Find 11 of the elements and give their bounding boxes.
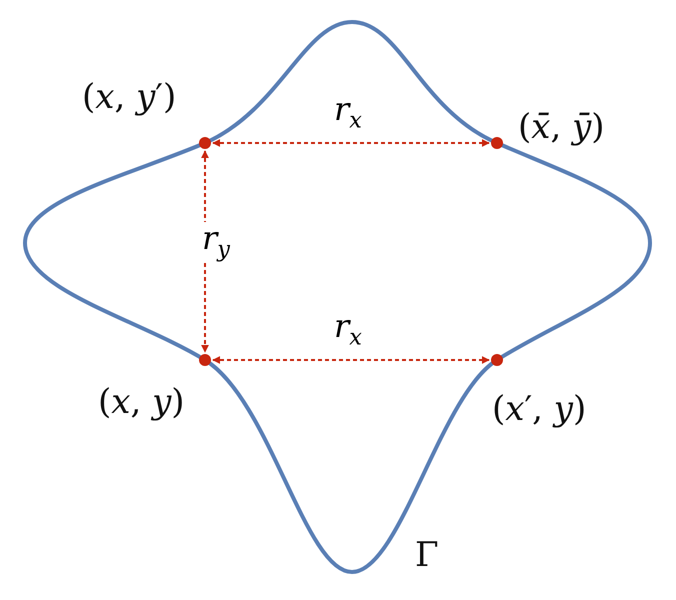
point-label: (x′, y) xyxy=(492,392,586,426)
point-marker xyxy=(491,354,503,366)
point-label: (x, y) xyxy=(98,385,185,419)
double-arrow xyxy=(212,139,490,147)
double-arrow xyxy=(212,356,490,364)
curve-label: Γ xyxy=(415,538,439,572)
point-label: (x̄, ȳ) xyxy=(518,110,605,144)
point-marker xyxy=(199,354,211,366)
point-marker xyxy=(199,137,211,149)
point-marker xyxy=(491,137,503,149)
point-label: (x, y′) xyxy=(82,80,176,114)
